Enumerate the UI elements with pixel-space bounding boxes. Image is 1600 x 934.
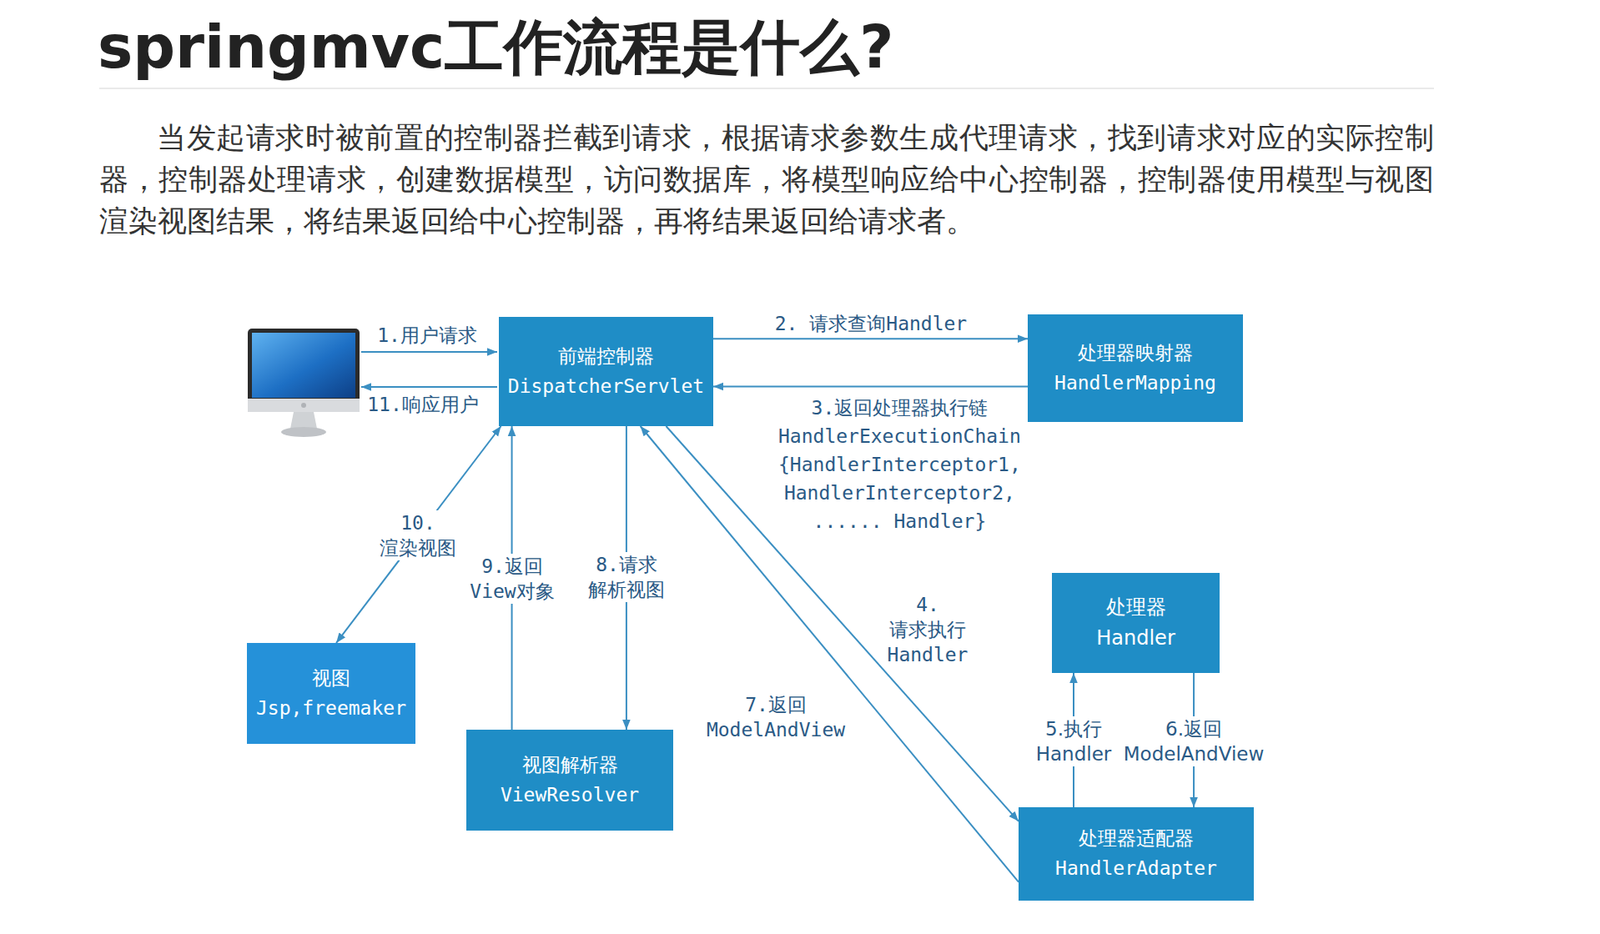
step-label: 5.执行 Handler [1033, 716, 1115, 767]
request-arrow [361, 351, 498, 353]
page-title: springmvc工作流程是什么? [97, 11, 894, 83]
step-label: 1.用户请求 [374, 322, 480, 348]
monitor-bezel [247, 328, 360, 413]
box-title: 处理器映射器 [1077, 341, 1193, 367]
monitor-logo [301, 402, 307, 408]
title-rule [99, 87, 1434, 90]
handler-box: 处理器 Handler [1051, 573, 1220, 674]
box-title: 处理器适配器 [1078, 826, 1194, 852]
box-title: 视图 [311, 666, 351, 692]
response-arrow [361, 386, 498, 388]
box-subtitle: HandlerMapping [1054, 371, 1217, 397]
mapping-box: 处理器映射器 HandlerMapping [1027, 314, 1243, 423]
step-label: 2. 请求查询Handler [772, 311, 970, 337]
resolver-box: 视图解析器 ViewResolver [466, 729, 674, 831]
step-label: 7.返回 ModelAndView [704, 692, 848, 743]
box-subtitle: Jsp,freemaker [256, 696, 407, 722]
step-label: 8.请求 解析视图 [585, 552, 668, 603]
flow-arrow [336, 426, 502, 644]
intro-paragraph: 当发起请求时被前置的控制器拦截到请求，根据请求参数生成代理请求，找到请求对应的实… [99, 116, 1434, 242]
step-label: 6.返回 ModelAndView [1121, 716, 1268, 767]
view-box: 视图 Jsp,freemaker [246, 643, 416, 745]
flow-arrow [713, 337, 1028, 340]
computer-illustration [247, 328, 360, 438]
box-title: 处理器 [1106, 594, 1167, 621]
monitor-stand [290, 412, 317, 429]
box-title: 前端控制器 [558, 344, 655, 370]
step-label: 10. 渲染视图 [377, 510, 459, 561]
step-label: 11.响应用户 [364, 392, 482, 418]
step-label: 3.返回处理器执行链 HandlerExecutionChain {Handle… [775, 393, 1024, 536]
step-label: 9.返回 View对象 [467, 553, 557, 604]
controller-box: 前端控制器 DispatcherServlet [498, 316, 714, 427]
flow-arrow [713, 385, 1028, 388]
adapter-box: 处理器适配器 HandlerAdapter [1018, 807, 1254, 901]
monitor-base [281, 427, 327, 438]
step-label: 4.请求执行 Handler [885, 592, 972, 668]
box-subtitle: HandlerAdapter [1055, 856, 1218, 882]
monitor-chin [247, 398, 360, 413]
box-subtitle: Handler [1096, 625, 1176, 652]
box-subtitle: DispatcherServlet [508, 374, 705, 400]
box-subtitle: ViewResolver [500, 783, 639, 809]
monitor-screen [251, 332, 356, 398]
box-title: 视图解析器 [522, 753, 619, 779]
